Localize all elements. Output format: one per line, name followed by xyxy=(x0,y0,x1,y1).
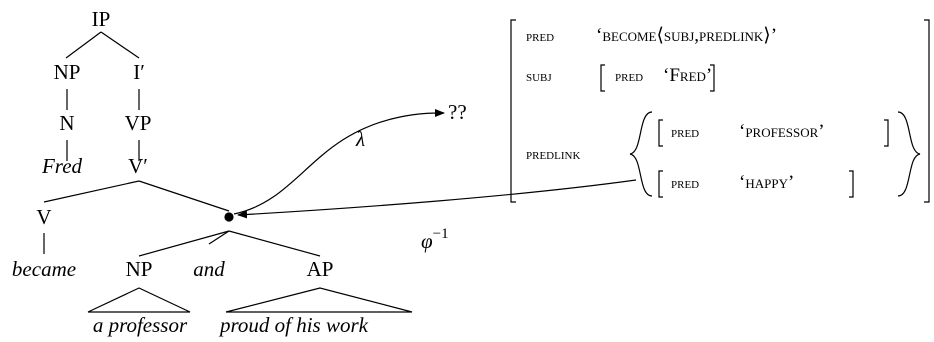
member2-left-bracket xyxy=(658,170,663,198)
set-left-brace xyxy=(629,111,653,197)
subj-right-bracket xyxy=(710,64,715,92)
member1-right-bracket xyxy=(884,119,889,147)
phi-inverse-arrow xyxy=(237,179,637,219)
node-a-professor: a professor xyxy=(93,313,188,337)
row2-attribute: subj xyxy=(526,68,552,85)
node-v: V xyxy=(36,205,51,229)
row1-attribute: pred xyxy=(526,28,554,45)
edge-dot-and xyxy=(208,230,230,245)
node-ap: AP xyxy=(307,257,334,281)
edge-vbar-dot xyxy=(138,180,230,212)
c-structure-tree: IP NP N Fred I′ VP V′ V became NP and AP… xyxy=(12,7,413,337)
node-became: became xyxy=(12,257,76,281)
edge-dot-ap xyxy=(228,230,321,257)
triangle-np2 xyxy=(87,287,191,313)
row2-inner-attribute: pred xyxy=(615,68,643,85)
node-and: and xyxy=(193,257,225,281)
coordination-node-dot xyxy=(224,212,234,222)
node-ip: IP xyxy=(92,7,111,31)
member1-value: ‘professor’ xyxy=(739,121,825,142)
subj-left-bracket xyxy=(600,64,605,92)
row1-value: ‘become⟨subj,predlink⟩’ xyxy=(596,25,777,46)
mapping-arrows: λ ?? φ−1 xyxy=(233,100,637,253)
edge-ip-ibar xyxy=(100,31,140,59)
member1-left-bracket xyxy=(658,119,663,147)
triangle-ap xyxy=(225,287,413,313)
node-ibar: I′ xyxy=(133,60,145,84)
question-marks-label: ?? xyxy=(448,100,467,124)
node-fred: Fred xyxy=(41,154,83,178)
f-structure-avm: pred ‘become⟨subj,predlink⟩’ subj pred ‘… xyxy=(510,19,930,203)
lambda-arrow xyxy=(233,109,445,215)
phi-label: φ−1 xyxy=(421,226,449,253)
member1-attribute: pred xyxy=(671,124,699,141)
node-np: NP xyxy=(54,60,81,84)
member2-right-bracket xyxy=(849,170,854,198)
member2-attribute: pred xyxy=(671,175,699,192)
lambda-label: λ xyxy=(355,127,365,151)
node-np2: NP xyxy=(126,257,153,281)
node-vp: VP xyxy=(125,111,152,135)
row2-value: ‘Fred’ xyxy=(663,65,712,86)
row3-attribute: predlink xyxy=(526,146,580,163)
node-vbar: V′ xyxy=(128,154,148,178)
outer-left-bracket xyxy=(510,19,516,203)
node-proud-of-his-work: proud of his work xyxy=(218,313,369,337)
edge-ip-np xyxy=(65,31,102,59)
set-right-brace xyxy=(897,111,921,197)
node-n: N xyxy=(59,111,74,135)
outer-right-bracket xyxy=(924,19,930,203)
member2-value: ‘happy’ xyxy=(739,172,794,193)
edge-vbar-v xyxy=(43,180,140,203)
edge-dot-np2 xyxy=(138,230,230,257)
